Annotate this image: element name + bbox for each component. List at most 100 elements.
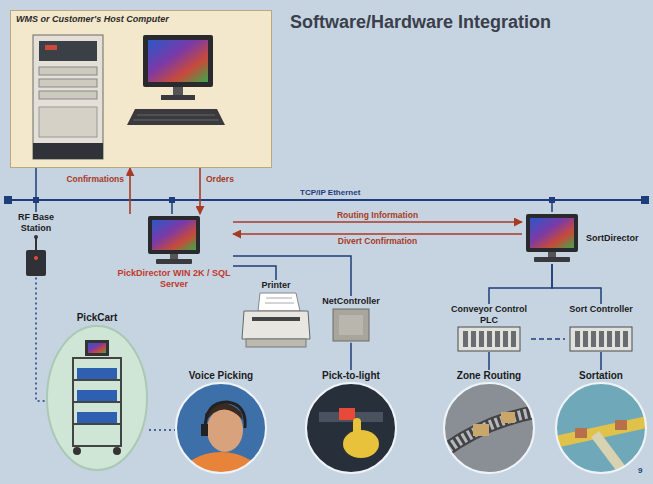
cable-line — [36, 278, 45, 401]
icon-part — [583, 331, 588, 347]
icon-part — [246, 339, 306, 347]
device-node: SortDirector — [522, 212, 648, 264]
icon-part — [39, 91, 97, 99]
data-flow-arrow — [233, 221, 522, 223]
icon-part — [306, 383, 396, 473]
icon-part — [85, 340, 109, 356]
icon-part — [143, 35, 213, 87]
device-icon — [175, 382, 267, 474]
page-number: 9 — [636, 466, 644, 476]
flow-label: Divert Confirmation — [336, 236, 419, 247]
icon-part — [127, 109, 225, 125]
icon-part — [137, 115, 215, 116]
icon-part — [443, 383, 535, 473]
icon-part — [575, 331, 580, 347]
device-node: PickDirector WIN 2K / SQL Server — [115, 214, 233, 290]
icon-part — [306, 383, 396, 473]
node-label: WMS or Customer's Host Computer — [16, 14, 266, 25]
icon-part — [39, 41, 97, 61]
bus-junction — [549, 197, 555, 203]
icon-part — [77, 390, 117, 401]
cable-line — [149, 429, 175, 431]
icon-part — [339, 408, 355, 420]
device-node: Printer — [240, 280, 312, 349]
bus-drop — [35, 168, 37, 212]
cable-line — [233, 256, 351, 296]
icon-part — [33, 35, 103, 159]
icon-part — [443, 412, 535, 452]
device-node: RF Base Station — [12, 212, 60, 278]
icon-part — [495, 331, 500, 347]
device-icon — [447, 326, 531, 352]
node-label: RF Base Station — [12, 212, 60, 234]
device-icon — [522, 212, 582, 264]
device-icon — [443, 382, 535, 474]
icon-part — [265, 302, 294, 303]
photo-circle: PickCart — [45, 312, 149, 472]
icon-part — [26, 250, 46, 276]
icon-part — [47, 326, 147, 470]
icon-part — [205, 402, 245, 430]
photo-circle: Pick-to-light — [305, 370, 397, 474]
icon-part — [266, 297, 292, 298]
icon-part — [33, 143, 103, 159]
node-label: Printer — [240, 280, 312, 291]
device-node: Sort Controller — [565, 304, 637, 352]
icon-part — [34, 235, 38, 239]
icon-part — [457, 326, 521, 352]
icon-part — [39, 67, 97, 75]
cable-line — [350, 343, 352, 370]
photo-circle: Zone Routing — [443, 370, 535, 474]
icon-part — [113, 447, 121, 455]
icon-part — [148, 216, 200, 254]
node-label: Conveyor Control PLC — [447, 304, 531, 326]
icon-part — [443, 412, 535, 452]
device-icon — [115, 214, 233, 266]
cable-line — [531, 338, 565, 340]
bus-end — [4, 196, 12, 204]
icon-part — [240, 291, 312, 349]
device-icon — [45, 324, 149, 472]
icon-part — [252, 317, 300, 321]
icon-part — [21, 234, 51, 278]
icon-part — [201, 424, 208, 436]
icon-part — [458, 327, 520, 351]
icon-part — [599, 331, 604, 347]
host-panel: WMS or Customer's Host Computer — [10, 10, 272, 168]
device-icon — [565, 326, 637, 352]
node-label: Voice Picking — [175, 370, 267, 382]
icon-part — [77, 368, 117, 379]
icon-part — [503, 331, 508, 347]
icon-part — [45, 45, 57, 50]
cable-line — [489, 264, 552, 304]
node-label: SortDirector — [586, 233, 639, 244]
icon-part — [73, 447, 81, 455]
device-icon — [25, 31, 255, 163]
icon-part — [176, 383, 266, 474]
icon-part — [569, 326, 633, 352]
icon-part — [39, 79, 97, 87]
icon-part — [73, 358, 121, 446]
icon-part — [305, 382, 397, 474]
bus-end — [641, 196, 649, 204]
icon-part — [575, 428, 587, 438]
icon-part — [463, 331, 468, 347]
icon-part — [152, 220, 196, 250]
icon-part — [615, 420, 627, 430]
icon-part — [471, 331, 476, 347]
flow-label: Orders — [204, 174, 236, 185]
icon-part — [73, 423, 121, 425]
icon-part — [615, 331, 620, 347]
icon-part — [555, 382, 647, 474]
icon-part — [333, 309, 369, 341]
icon-part — [88, 343, 106, 353]
diagram-title: Software/Hardware Integration — [290, 12, 551, 33]
cable-line — [552, 264, 601, 304]
data-flow-arrow — [129, 168, 131, 214]
icon-part — [175, 382, 267, 474]
icon-part — [570, 327, 632, 351]
icon-part — [73, 379, 121, 381]
node-label: Sort Controller — [565, 304, 637, 326]
